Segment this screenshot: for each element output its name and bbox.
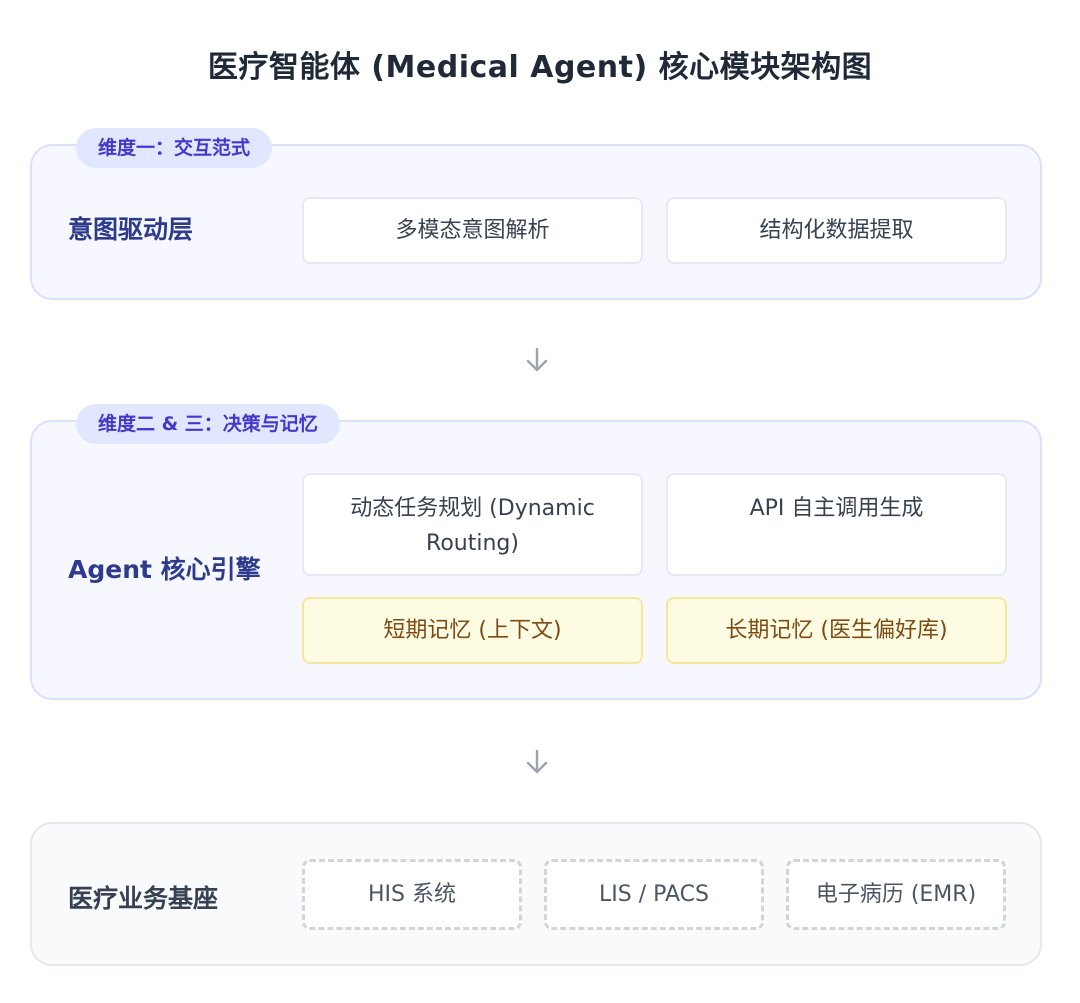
agent-core-label: Agent 核心引擎 — [68, 555, 261, 584]
his-system-box: HIS 系统 — [302, 859, 522, 930]
dynamic-routing-box: 动态任务规划 (Dynamic Routing) — [302, 473, 643, 576]
medical-base-label: 医疗业务基座 — [68, 884, 219, 913]
intent-layer-panel: 维度一：交互范式 意图驱动层 多模态意图解析 结构化数据提取 — [30, 128, 1042, 300]
decision-memory-tag: 维度二 & 三：决策与记忆 — [76, 404, 340, 444]
agent-core-panel: 维度二 & 三：决策与记忆 Agent 核心引擎 动态任务规划 (Dynamic… — [30, 404, 1042, 700]
down-arrow-icon — [526, 347, 548, 372]
lis-pacs-box: LIS / PACS — [544, 859, 764, 930]
short-term-memory-box: 短期记忆 (上下文) — [302, 597, 643, 664]
multimodal-intent-box: 多模态意图解析 — [302, 197, 643, 264]
long-term-memory-box: 长期记忆 (医生偏好库) — [666, 597, 1007, 664]
intent-layer-label: 意图驱动层 — [68, 215, 194, 244]
medical-base-panel: 医疗业务基座 HIS 系统 LIS / PACS 电子病历 (EMR) — [30, 822, 1042, 966]
api-call-box: API 自主调用生成 — [666, 473, 1007, 576]
interaction-paradigm-tag: 维度一：交互范式 — [76, 128, 273, 168]
emr-box: 电子病历 (EMR) — [786, 859, 1006, 930]
down-arrow-icon — [526, 749, 548, 774]
page-title: 医疗智能体 (Medical Agent) 核心模块架构图 — [207, 50, 873, 85]
structured-extraction-box: 结构化数据提取 — [666, 197, 1007, 264]
